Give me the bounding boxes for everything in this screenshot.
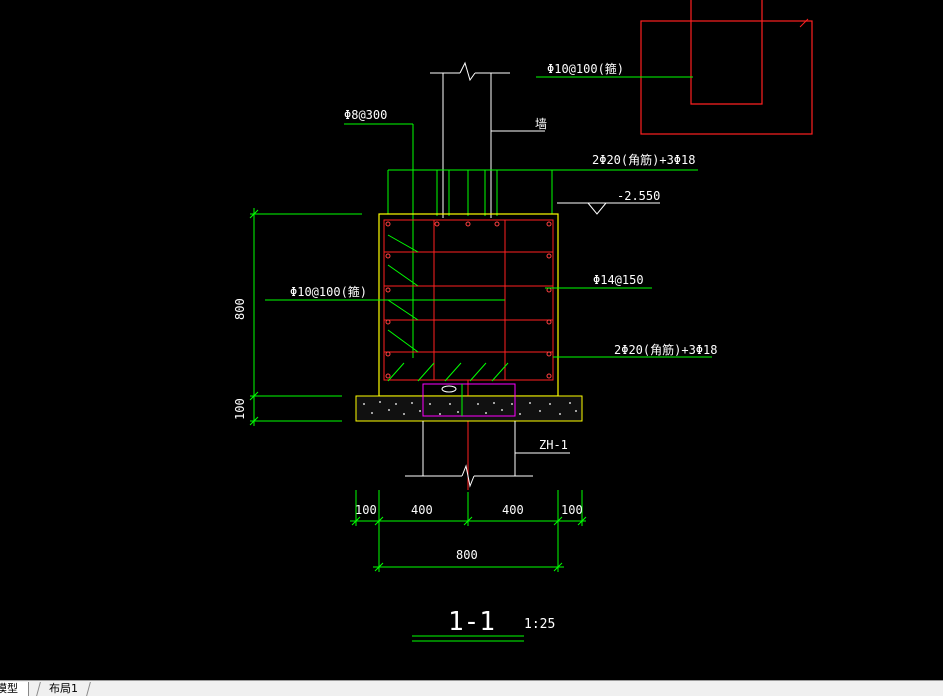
pile-label: ZH-1: [539, 438, 568, 452]
stirrup-top-label: Φ10@100(箍): [547, 61, 624, 76]
tab-layout1-label: 布局1: [49, 682, 78, 695]
tab-layout1[interactable]: 布局1: [36, 682, 91, 696]
tab-model[interactable]: 模型: [0, 682, 29, 696]
rebar-dots: [385, 221, 552, 379]
cushion: [355, 395, 583, 422]
dim-w4: 100: [561, 503, 583, 517]
dim-w1: 100: [355, 503, 377, 517]
wall-rebar-label: Φ8@300: [344, 108, 387, 122]
pile-head: [422, 383, 516, 417]
top-bars-label: 2Φ20(角筋)+3Φ18: [592, 152, 695, 167]
stirrup-mid-label: Φ10@100(箍): [290, 284, 367, 299]
layout-tab-bar: 模型 布局1: [0, 680, 943, 696]
section-title: 1-1: [448, 607, 495, 637]
wall-label: 墙: [535, 117, 547, 131]
dim-w3: 400: [502, 503, 524, 517]
elevation-mark: [557, 202, 660, 215]
dim-height-800: 800: [233, 298, 247, 320]
rebar-leaders: [265, 234, 712, 382]
rebar-cage: [383, 219, 554, 490]
side-bars-label: Φ14@150: [593, 273, 644, 287]
pile: [405, 421, 570, 488]
bottom-bars-label: 2Φ20(角筋)+3Φ18: [614, 342, 717, 357]
dim-total: 800: [456, 548, 478, 562]
horizontal-dimensions: [350, 490, 587, 572]
elevation-label: -2.550: [617, 189, 660, 203]
beam-outline: [378, 213, 559, 397]
title-underline: [412, 635, 524, 642]
wall-rebar-leader: [344, 123, 698, 358]
wall: [430, 61, 545, 218]
stirrup-detail: [536, 0, 813, 135]
dim-w2: 400: [411, 503, 433, 517]
dim-height-100: 100: [233, 398, 247, 420]
scale-label: 1:25: [524, 617, 555, 632]
vertical-dimensions: [249, 208, 362, 426]
cad-drawing-canvas[interactable]: Φ10@100(箍) 墙 Φ8@300 2Φ20(角筋)+3Φ18 -2.550: [0, 0, 943, 680]
